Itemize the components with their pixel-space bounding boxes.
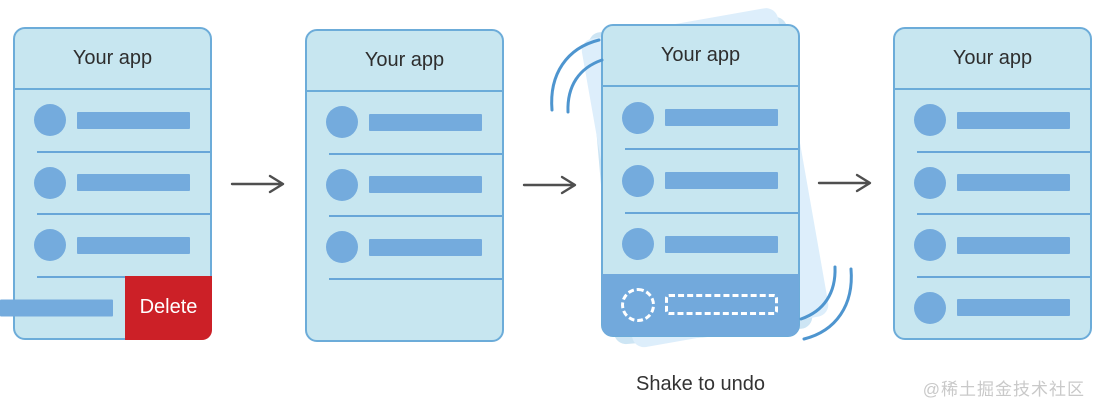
row-separator bbox=[329, 215, 502, 217]
row-separator bbox=[917, 213, 1090, 215]
delete-button[interactable]: Delete bbox=[125, 275, 212, 340]
empty-row-space bbox=[307, 280, 502, 341]
list-row bbox=[15, 215, 210, 276]
text-line-bar bbox=[369, 176, 482, 194]
list-row bbox=[895, 215, 1090, 276]
avatar-circle bbox=[622, 101, 654, 134]
shake-lines-icon bbox=[550, 38, 604, 114]
app-title: Your app bbox=[72, 47, 153, 69]
list-row bbox=[307, 217, 502, 278]
avatar-circle bbox=[34, 166, 66, 199]
avatar-circle bbox=[34, 229, 66, 262]
list-row bbox=[603, 214, 798, 275]
flow-arrow-icon bbox=[817, 173, 872, 193]
list-row bbox=[895, 278, 1090, 339]
row-separator bbox=[37, 275, 210, 278]
avatar-circle bbox=[326, 106, 358, 139]
text-line-bar bbox=[77, 111, 190, 129]
avatar-circle bbox=[34, 104, 66, 137]
app-card-step-2: Your app bbox=[305, 29, 504, 342]
row-separator bbox=[329, 152, 502, 155]
app-title: Your app bbox=[660, 44, 741, 66]
text-line-bar bbox=[369, 113, 482, 131]
text-line-bar bbox=[77, 174, 190, 192]
row-separator bbox=[625, 148, 798, 151]
list-row bbox=[15, 90, 210, 151]
text-line-bar bbox=[957, 111, 1070, 129]
app-header: Your app bbox=[603, 26, 798, 87]
app-title: Your app bbox=[364, 49, 445, 71]
avatar-circle bbox=[622, 164, 654, 197]
list-row bbox=[895, 90, 1090, 151]
row-separator bbox=[917, 275, 1090, 278]
avatar-circle bbox=[326, 168, 358, 201]
shake-lines-icon bbox=[799, 265, 853, 341]
text-line-bar bbox=[369, 238, 482, 256]
app-header: Your app bbox=[15, 29, 210, 90]
list-row-swiped[interactable]: Delete bbox=[0, 275, 212, 340]
watermark: @稀土掘金技术社区 bbox=[922, 380, 1085, 399]
app-card-step-3: Your app bbox=[550, 6, 853, 350]
app-title: Your app bbox=[952, 47, 1033, 69]
text-line-bar bbox=[665, 172, 778, 190]
shake-caption: Shake to undo bbox=[636, 373, 765, 395]
list-row bbox=[307, 92, 502, 153]
list-row bbox=[603, 87, 798, 148]
avatar-circle bbox=[914, 166, 946, 199]
placeholder-text-dashed-bar bbox=[665, 294, 778, 316]
app-card-step-1: Your app Delete bbox=[0, 27, 212, 340]
flow-arrow-icon bbox=[230, 174, 285, 194]
text-line-bar bbox=[665, 109, 778, 127]
row-separator bbox=[37, 150, 210, 153]
list-row bbox=[895, 153, 1090, 214]
text-line-bar bbox=[77, 236, 190, 254]
app-card-step-4: Your app bbox=[893, 27, 1092, 340]
avatar-circle bbox=[914, 229, 946, 262]
text-line-bar bbox=[957, 299, 1070, 317]
phone-frame: Your app Delete bbox=[0, 27, 212, 340]
phone-frame: Your app bbox=[601, 24, 800, 337]
avatar-circle bbox=[914, 104, 946, 137]
flow-arrow-icon bbox=[522, 175, 577, 195]
placeholder-avatar-dashed-circle bbox=[621, 287, 655, 322]
row-separator bbox=[625, 211, 798, 214]
list-row bbox=[307, 155, 502, 216]
text-line-bar bbox=[957, 236, 1070, 254]
avatar-circle bbox=[622, 228, 654, 261]
text-line-bar bbox=[957, 174, 1070, 192]
row-separator bbox=[37, 213, 210, 215]
app-header: Your app bbox=[895, 29, 1090, 90]
list-row bbox=[603, 150, 798, 211]
avatar-circle bbox=[914, 291, 946, 324]
list-row bbox=[15, 153, 210, 214]
phone-frame: Your app bbox=[893, 27, 1092, 340]
avatar-circle bbox=[326, 231, 358, 264]
row-separator bbox=[917, 150, 1090, 153]
row-separator bbox=[329, 277, 502, 280]
restored-row-highlight bbox=[602, 273, 799, 336]
phone-frame: Your app bbox=[305, 29, 504, 342]
text-line-bar bbox=[665, 235, 778, 253]
app-header: Your app bbox=[307, 31, 502, 92]
swiped-text-line-bar bbox=[0, 299, 113, 317]
